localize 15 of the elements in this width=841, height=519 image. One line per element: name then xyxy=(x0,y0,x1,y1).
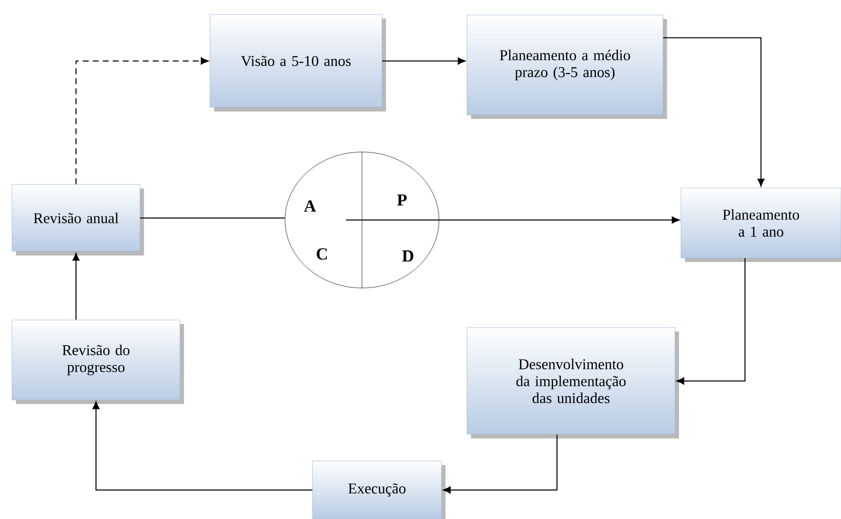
process-box: Visão a 5-10 anos xyxy=(210,14,386,112)
arrow xyxy=(442,434,558,494)
arrow xyxy=(72,252,80,320)
arrow xyxy=(382,57,466,65)
process-box: Execução xyxy=(312,460,446,519)
arrow xyxy=(676,258,746,385)
arrow xyxy=(346,216,680,224)
process-box: Planeamento a médio prazo (3-5 anos) xyxy=(466,14,667,119)
process-box: Planeamento a 1 ano xyxy=(680,188,841,262)
arrow xyxy=(76,57,209,185)
process-box: Revisão do progresso xyxy=(12,320,184,404)
arrow xyxy=(92,401,313,490)
process-box: Revisão anual xyxy=(12,184,144,256)
arrow xyxy=(662,37,765,187)
process-box: Desenvolvimento da implementação das unidades xyxy=(466,327,679,438)
